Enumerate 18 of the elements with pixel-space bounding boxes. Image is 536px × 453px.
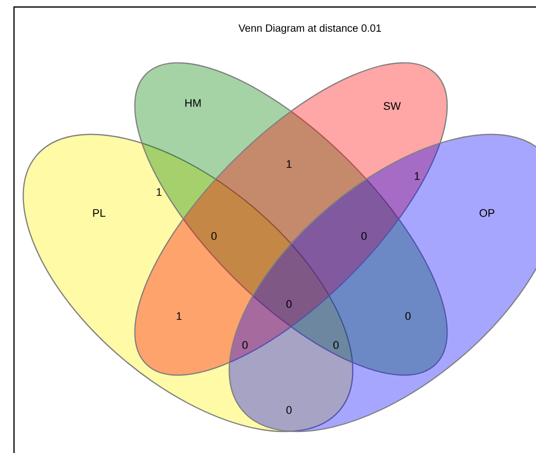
set-label: OP — [480, 209, 494, 217]
region-count: 0 — [405, 312, 411, 320]
region-count: 1 — [286, 160, 292, 168]
set-label: HM — [185, 99, 201, 107]
region-count: 0 — [286, 406, 292, 414]
region-count: 1 — [156, 188, 162, 196]
region-count: 0 — [333, 341, 339, 349]
set-ellipse — [134, 62, 448, 376]
set-label: SW — [384, 102, 401, 110]
region-count: 0 — [361, 232, 367, 240]
set-ellipse — [228, 134, 536, 432]
region-count: 0 — [242, 341, 248, 349]
set-label: PL — [93, 209, 106, 217]
region-count: 0 — [286, 300, 292, 308]
chart-title: Venn Diagram at distance 0.01 — [238, 24, 381, 34]
region-count: 1 — [176, 312, 182, 320]
region-count: 0 — [211, 232, 217, 240]
region-count: 1 — [414, 172, 420, 180]
